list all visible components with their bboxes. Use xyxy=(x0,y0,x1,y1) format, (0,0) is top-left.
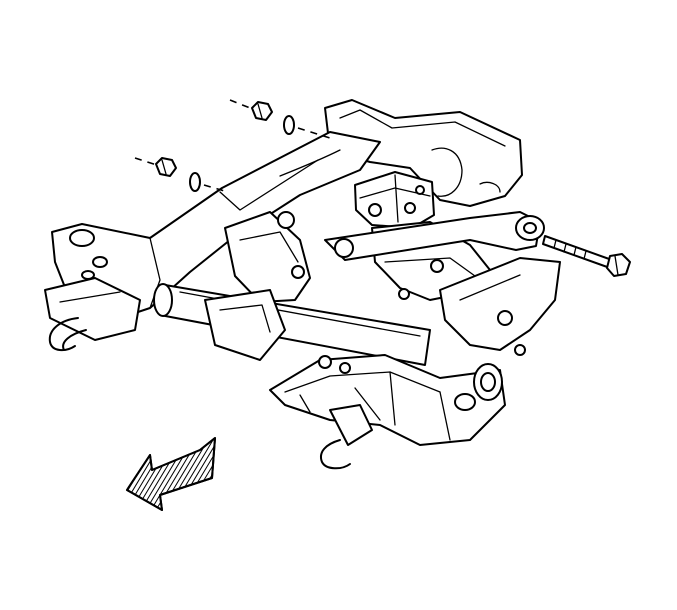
nut-upper xyxy=(251,101,273,121)
mount-bolt xyxy=(542,235,631,277)
front-direction-arrow xyxy=(126,437,216,511)
washer-upper xyxy=(283,115,295,135)
left-front-hook xyxy=(44,277,141,352)
washer-lower xyxy=(189,172,201,192)
arrow-hatch-line xyxy=(144,438,206,510)
arrow-hatch-line xyxy=(204,438,215,510)
lower-hardware xyxy=(134,157,229,193)
arrow-hatch-line xyxy=(214,438,215,510)
right-front-hook xyxy=(320,404,373,470)
upper-hardware xyxy=(229,99,331,139)
arrow-hatch-line xyxy=(209,438,215,510)
crossmember-link xyxy=(324,211,545,261)
nut-lower xyxy=(155,157,177,177)
center-mount-plates xyxy=(204,211,311,361)
arrow-hatch-line xyxy=(127,438,176,510)
left-frame-rail xyxy=(51,131,381,319)
upper-frame-rail xyxy=(324,99,523,207)
right-frame-rail xyxy=(439,257,561,356)
front-crossmember xyxy=(269,354,506,446)
arrow-hatch-line xyxy=(149,438,211,510)
